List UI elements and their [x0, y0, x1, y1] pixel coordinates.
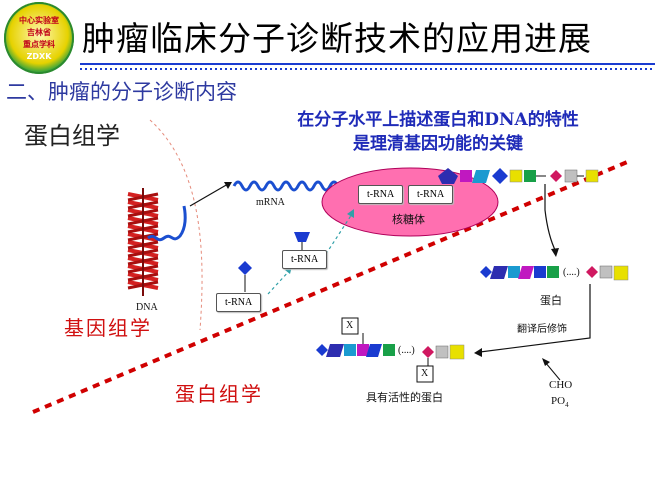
dna-helix [127, 188, 187, 296]
institution-logo: 中心实验室 吉林省 重点学科 ZDXK [4, 2, 74, 74]
logo-line-4: ZDXK [26, 52, 52, 61]
mod-box-2 [416, 365, 434, 383]
arrow-to-active-protein [479, 284, 591, 353]
amino-acid-trapezoid [294, 232, 310, 242]
peptide-chain-top [438, 168, 599, 184]
key-note-line-2: 是理清基因功能的关键 [353, 134, 523, 154]
active-protein-chain [316, 333, 465, 366]
arrow-to-protein [544, 184, 557, 253]
protein-label: 蛋白 [540, 294, 562, 307]
mod-box-1 [341, 317, 359, 335]
protein-chain [480, 265, 629, 281]
cho-label: CHO [549, 379, 573, 391]
chain-ellipsis-1: (....) [563, 267, 580, 278]
dashed-arrow-2 [325, 213, 353, 255]
trna-box-3: t-RNA [282, 250, 328, 269]
trna-box-2: t-RNA [408, 185, 454, 204]
logo-line-1: 中心实验室 [19, 16, 59, 25]
active-protein-label: 具有活性的蛋白 [366, 391, 443, 404]
proteomics-label: 蛋白组学 [175, 382, 263, 406]
ptm-label: 翻译后修饰 [517, 324, 567, 335]
guide-curve [149, 119, 203, 331]
arrow-dna-mrna [189, 183, 229, 207]
logo-line-2: 吉林省 [27, 28, 51, 37]
slide-title: 肿瘤临床分子诊断技术的应用进展 [82, 19, 592, 58]
section-subtitle: 二、肿瘤的分子诊断内容 [6, 80, 237, 104]
genomics-label: 基因组学 [64, 316, 152, 340]
dna-label: DNA [136, 302, 158, 313]
ribosome-label: 核糖体 [392, 213, 425, 226]
chain-ellipsis-2: (....) [398, 345, 415, 356]
po4-label: PO4 [551, 395, 569, 410]
amino-acid-diamond [238, 261, 252, 275]
divider-line [32, 158, 633, 414]
arrow-cho [544, 361, 561, 381]
section-label: 蛋白组学 [24, 122, 120, 150]
key-note-line-1: 在分子水平上描述蛋白和DNA的特性 [297, 110, 579, 130]
trna-box-1: t-RNA [358, 185, 404, 204]
mod-x-2: X [421, 368, 429, 379]
mod-x-1: X [346, 320, 354, 331]
dashed-arrow-1 [267, 269, 291, 295]
mrna-label: mRNA [256, 197, 285, 208]
logo-line-3: 重点学科 [23, 40, 55, 49]
trna-box-4: t-RNA [216, 293, 262, 312]
